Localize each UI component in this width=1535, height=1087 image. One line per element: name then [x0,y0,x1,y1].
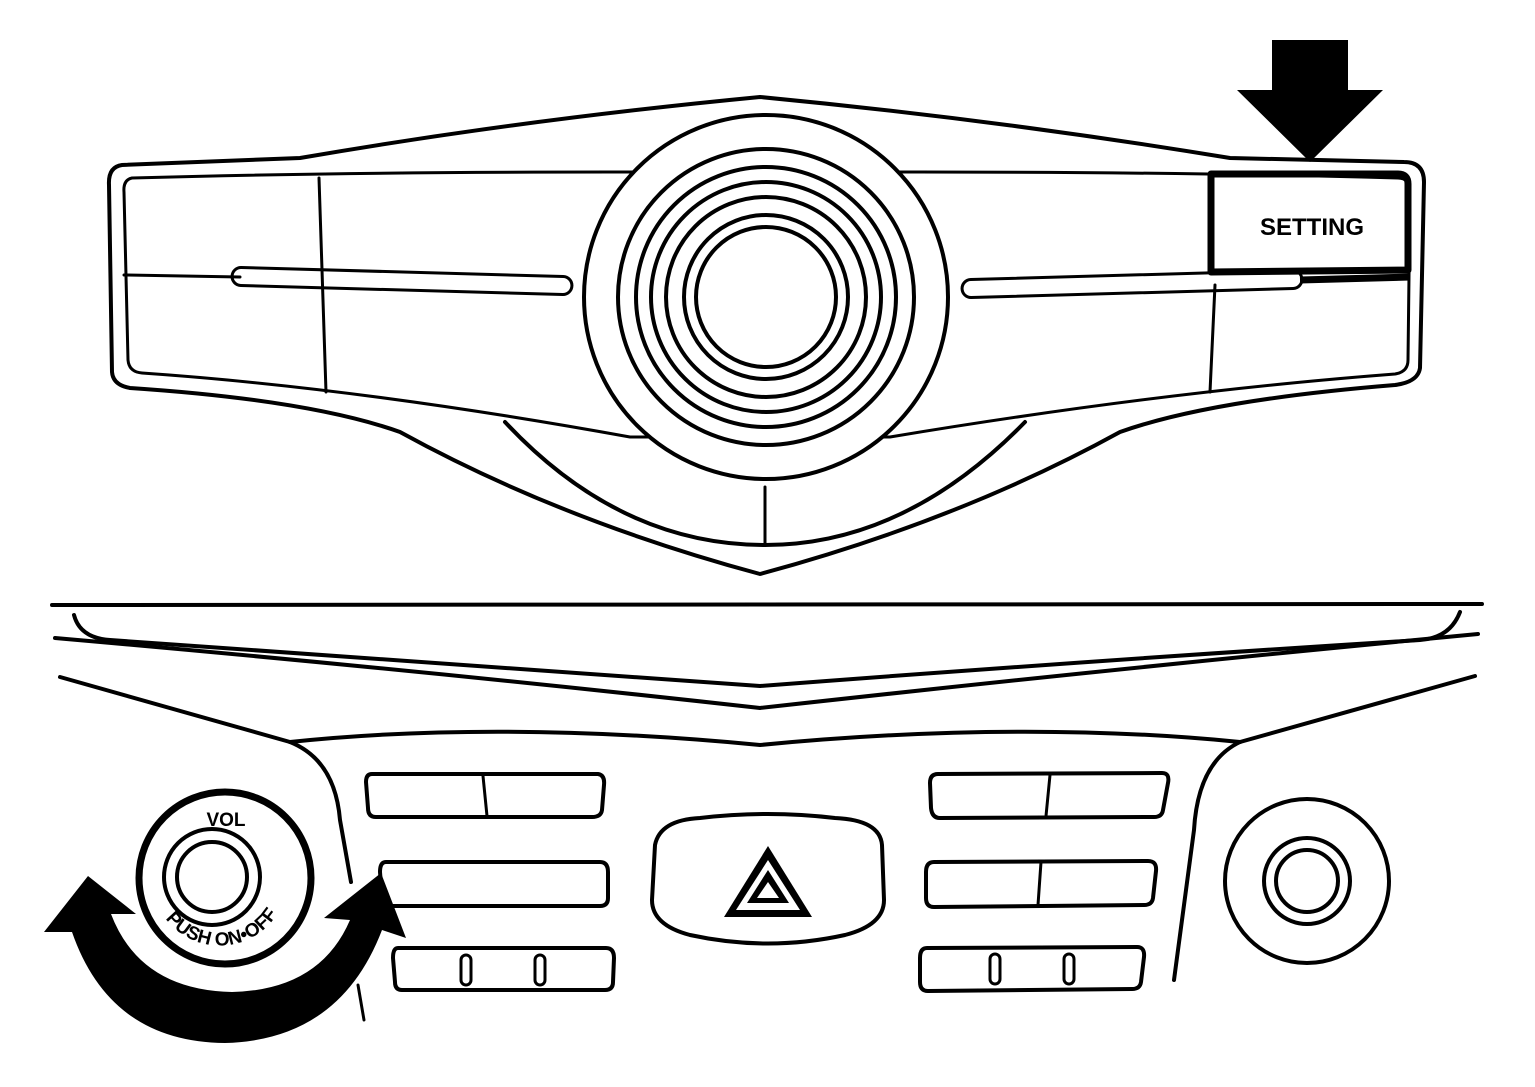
right-button-row1-divider [1044,773,1052,818]
lower-right-wing [763,420,1027,547]
volume-knob-ring [162,827,262,927]
setting-button[interactable]: SETTING [1207,170,1412,284]
tuning-knob-ring [1262,836,1352,926]
trim-upper-v [288,729,1242,747]
hazard-button[interactable] [650,812,886,946]
left-button-cluster [364,772,616,992]
trim-top-line [50,602,1484,607]
left-button-row2[interactable] [378,860,610,908]
trim-lower-line-right [1172,674,1477,982]
multi-function-controller[interactable] [582,113,950,481]
right-button-row1[interactable] [928,771,1171,820]
left-button-row1-divider [481,774,489,818]
volume-knob[interactable]: VOL PUSH ON•OFF [135,788,315,968]
left-vertical-divider [317,176,328,394]
right-vertical-divider [1208,283,1217,394]
trim-left-stub [356,983,366,1022]
left-button-row3[interactable] [391,946,616,992]
upper-panel-inner-outline [122,170,1412,439]
left-indicator-led-2 [533,953,547,987]
setting-button-outline [1207,170,1412,276]
lower-left-wing [503,420,767,547]
tuning-knob-center [1274,848,1340,914]
right-button-row2[interactable] [924,859,1159,909]
right-button-row2-divider [1036,860,1043,907]
upper-control-panel: SETTING [106,40,1426,576]
lower-control-panel: VOL PUSH ON•OFF [44,602,1484,1043]
trim-lip [72,610,1462,688]
controller-enter-button[interactable] [694,225,838,369]
tuning-knob[interactable] [1223,797,1391,965]
left-indicator-led-1 [459,953,473,987]
volume-knob-center [175,840,249,914]
trim-lower-line [58,675,353,884]
upper-panel-housing [106,95,1426,576]
arrow-down-icon [1237,40,1383,162]
volume-knob-outer-ring [135,788,315,968]
rotate-arrows-icon [44,873,406,1043]
hazard-button-housing [650,812,886,946]
left-button-row1[interactable] [364,772,607,819]
left-divider-line [122,273,242,279]
tuning-knob-outer [1223,797,1391,965]
right-button-cluster [918,771,1171,993]
vol-label: VOL [206,810,245,831]
right-indicator-led-1 [988,952,1002,986]
setting-button-bottom-edge [1299,273,1411,284]
left-slot [230,266,574,296]
right-indicator-led-2 [1062,952,1076,986]
trim-second-line [53,632,1480,710]
setting-button-label: SETTING [1260,214,1364,241]
right-button-row3[interactable] [918,945,1147,993]
